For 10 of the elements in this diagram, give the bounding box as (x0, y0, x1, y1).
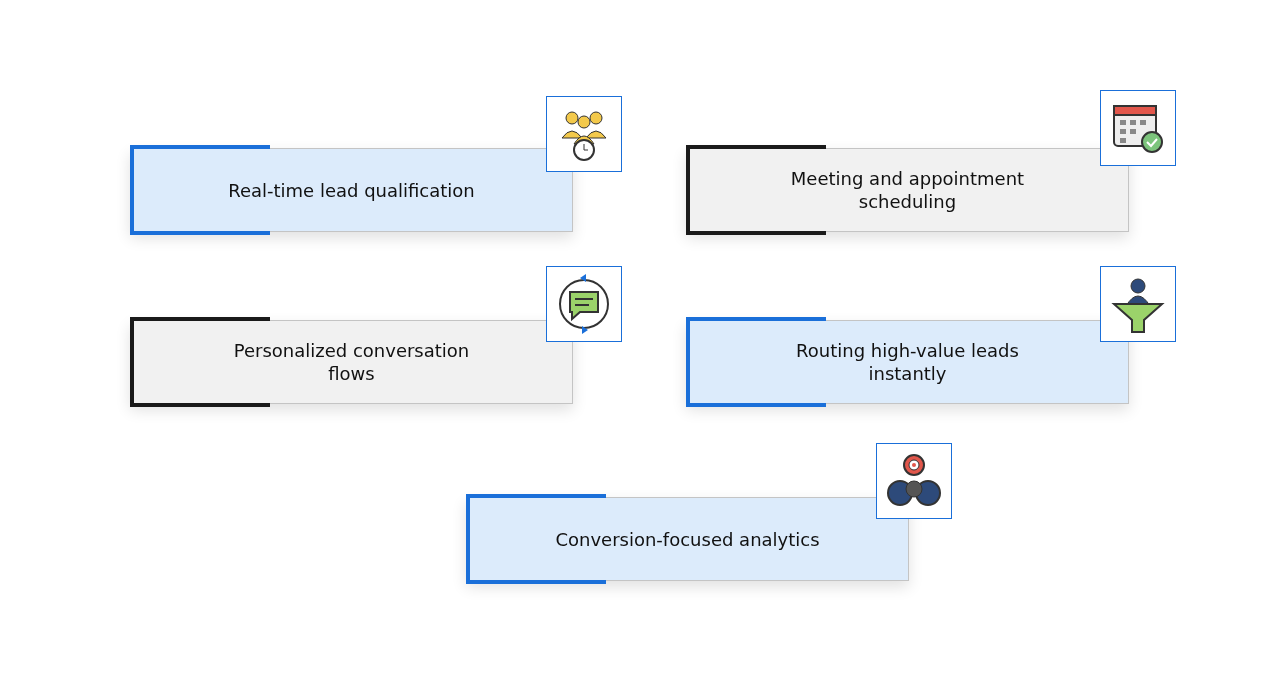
feature-card (686, 320, 1129, 404)
feature-card (466, 497, 909, 581)
card-title: Routing high-value leads instantly (795, 339, 1020, 385)
card-title: Personalized conversation flows (232, 339, 471, 385)
card-title: Meeting and appointment scheduling (789, 167, 1026, 213)
card-title: Conversion-focused analytics (555, 527, 820, 551)
feature-card (130, 320, 573, 404)
feature-card (130, 148, 573, 232)
feature-card (686, 148, 1129, 232)
card-title: Real-time lead qualification (228, 178, 475, 202)
